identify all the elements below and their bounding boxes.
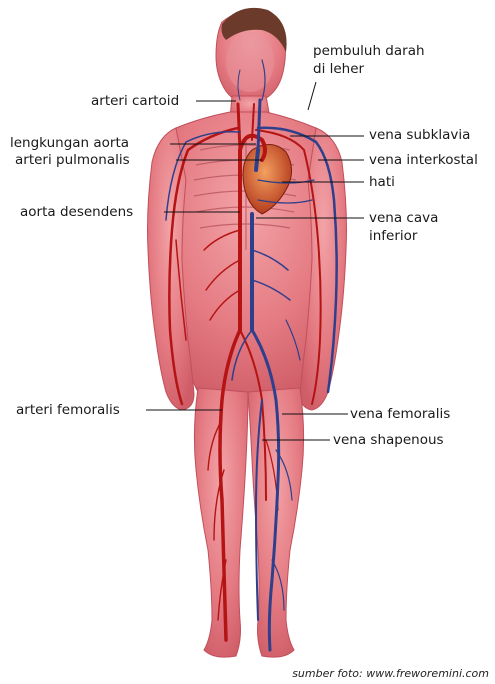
label-hati: hati xyxy=(369,174,395,190)
label-aorta-desendens: aorta desendens xyxy=(20,204,133,220)
label-lengkungan-aorta: lengkungan aorta xyxy=(10,135,129,151)
label-arteri-femoralis: arteri femoralis xyxy=(16,402,120,418)
label-vena-cava-line2: inferior xyxy=(369,228,417,244)
label-arteri-pulmonalis: arteri pulmonalis xyxy=(15,152,130,168)
label-vena-shapenous: vena shapenous xyxy=(333,432,444,448)
label-vena-subklavia: vena subklavia xyxy=(369,127,470,143)
label-vena-femoralis: vena femoralis xyxy=(350,406,450,422)
face xyxy=(226,32,274,92)
label-vena-interkostal: vena interkostal xyxy=(369,152,478,168)
label-pembuluh-darah-line1: pembuluh darah xyxy=(313,43,425,59)
photo-credit: sumber foto: www.freworemini.com xyxy=(292,667,489,680)
label-arteri-cartoid: arteri cartoid xyxy=(91,93,179,109)
label-vena-cava-line1: vena cava xyxy=(369,210,438,226)
label-pembuluh-darah-line2: di leher xyxy=(313,61,364,77)
